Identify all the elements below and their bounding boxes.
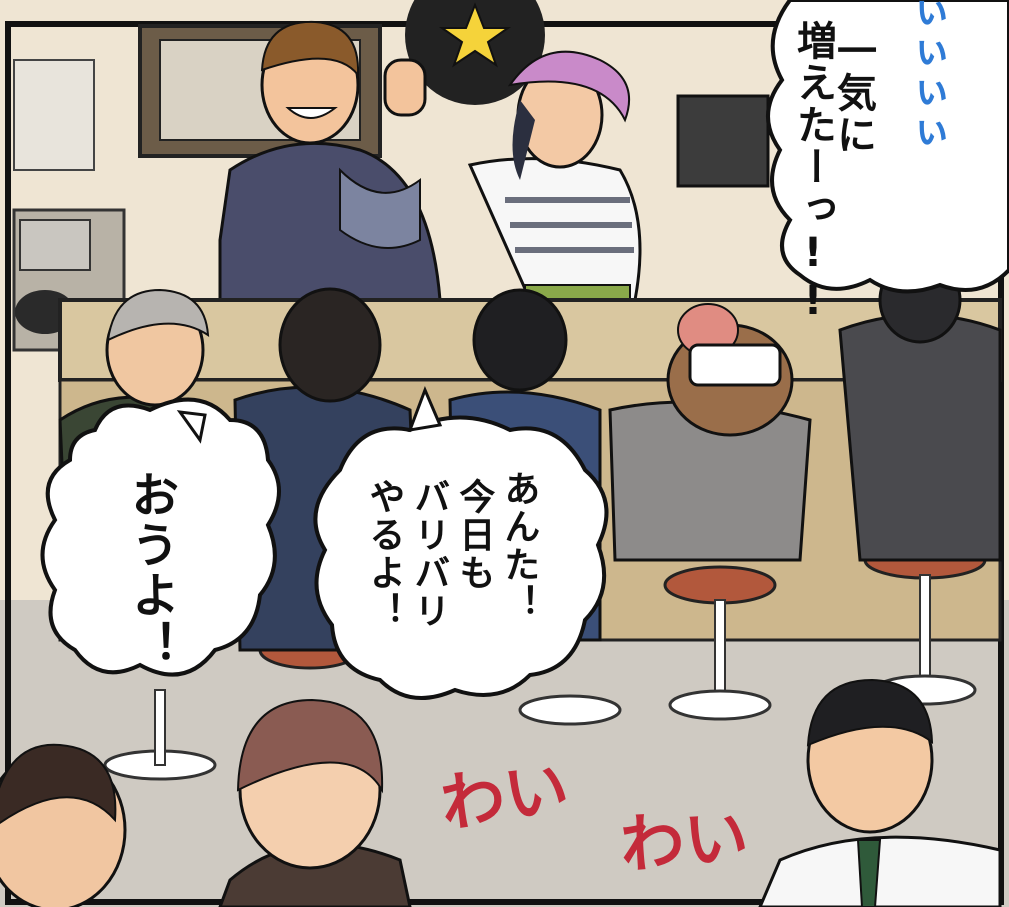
chef-man-arm [339,167,421,249]
chef-man-fist [383,58,427,117]
speech-bubble-center-tail [407,385,443,432]
speech-bubble-left-tail [176,410,207,444]
fax-machine [19,219,91,271]
customer-excited-man [608,303,812,562]
reply-text: おうよ！ [122,470,179,670]
chef-woman-headscarf [507,50,630,123]
speech-bubble-left [40,397,281,677]
encourage-text-col3: バリバリ [408,478,450,630]
encourage-text-col1: あんた！ [498,470,540,622]
encourage-text-col2: 今日も [453,478,495,592]
chef-man-grin [285,107,338,119]
shout-text-col1: 一気に [830,30,876,156]
foreground-salaryman [758,678,1002,907]
shout-text-col2: 増えたーっ!! [790,20,836,326]
encourage-text-col4: やるよ！ [363,478,405,630]
star-icon [438,2,512,68]
chef-woman-hair [512,100,535,180]
chef-man-hair [260,20,360,78]
crowd-sfx-2: わい [617,800,751,884]
wall-notice [13,59,95,171]
crowd-sfx-1: わい [436,751,574,843]
chef-woman-stripes [505,197,634,253]
emphasis-circle [405,0,545,105]
microwave [676,94,770,188]
speech-bubble-top-right [766,0,1009,294]
foreground-left-person [0,743,127,907]
rising-sfx: ぃぃぃぃ [900,0,946,152]
chef-man-body [218,141,442,332]
speech-bubble-center [313,415,609,700]
foreground-woman [218,698,412,907]
